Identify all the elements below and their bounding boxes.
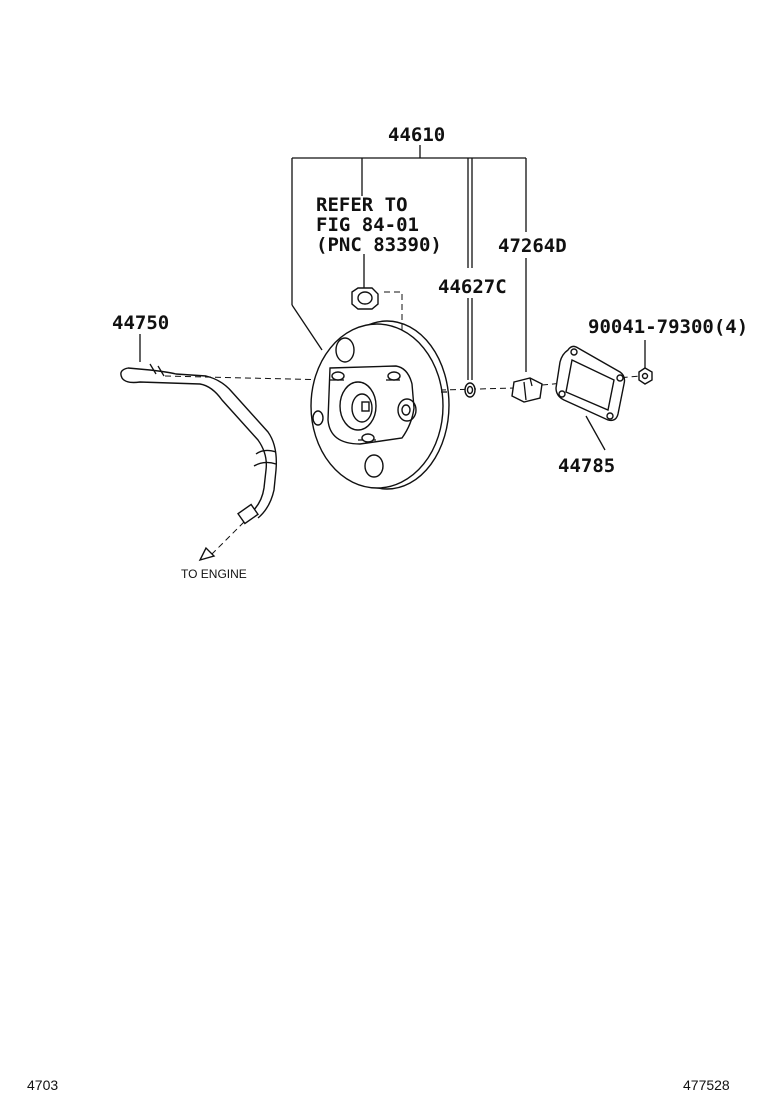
vacuum-hose-part [120, 363, 278, 525]
label-refer-line2: FIG 84-01 [316, 214, 419, 236]
label-clevis: 47264D [498, 235, 567, 257]
label-to-engine: TO ENGINE [181, 567, 247, 581]
footer-right-code: 477528 [683, 1077, 730, 1093]
to-engine-arrow [198, 546, 216, 562]
label-booster-assy: 44610 [388, 124, 445, 146]
label-refer-line1: REFER TO [316, 194, 408, 216]
label-gasket: 44785 [558, 455, 615, 477]
clevis-part [511, 377, 543, 403]
brake-booster-body [310, 320, 450, 490]
leader-lines [139, 254, 646, 451]
seal-part [464, 382, 476, 398]
label-vacuum-hose: 44750 [112, 312, 169, 334]
footer-left-code: 4703 [27, 1077, 59, 1093]
label-nut: 90041-79300(4) [588, 316, 748, 338]
label-seal: 44627C [438, 276, 507, 298]
label-refer-line3: (PNC 83390) [316, 234, 442, 256]
assembly-bracket [291, 145, 527, 351]
nut-part [638, 367, 653, 385]
gasket-part [555, 345, 626, 422]
clevis-nut-part [351, 287, 379, 310]
